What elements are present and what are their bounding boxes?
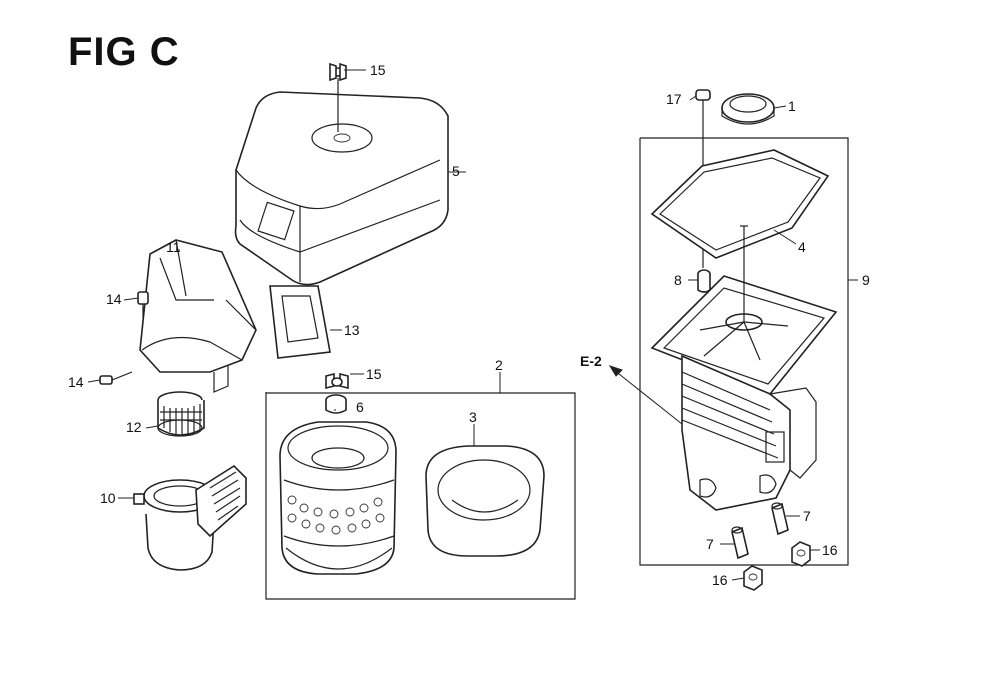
nut-16-left: [743, 565, 763, 591]
nut-16-right: [791, 541, 811, 567]
sleeve-8: [697, 269, 711, 293]
callout-15-middle: 15: [366, 366, 382, 382]
seal-ring: [721, 93, 775, 125]
collar-nut: [325, 394, 347, 414]
assembly-bracket-2: [265, 392, 576, 600]
strainer-screen: [157, 391, 205, 437]
callout-3: 3: [469, 409, 477, 425]
reference-arrow: [608, 365, 683, 425]
case-gasket: [650, 149, 830, 259]
air-cleaner-case: [650, 225, 838, 511]
collar-7-right: [771, 502, 789, 536]
callout-10: 10: [100, 490, 116, 506]
reference-label: E-2: [580, 353, 602, 369]
foam-filter-element: [425, 445, 545, 557]
callout-6: 6: [356, 399, 364, 415]
callout-7-right: 7: [803, 508, 811, 524]
callout-2: 2: [495, 357, 503, 373]
callout-16-right: 16: [822, 542, 838, 558]
callout-16-left: 16: [712, 572, 728, 588]
paper-filter-element: [279, 421, 397, 575]
callout-15-top: 15: [370, 62, 386, 78]
callout-5: 5: [452, 163, 460, 179]
callout-14-upper: 14: [106, 291, 122, 307]
bolt-lower: [99, 371, 133, 385]
leader-lines: [87, 69, 858, 581]
wing-nut-middle: [325, 372, 349, 390]
air-elbow: [139, 239, 257, 393]
callout-8: 8: [674, 272, 682, 288]
callout-12: 12: [126, 419, 142, 435]
assembly-bracket-9: [639, 137, 849, 566]
figure-title: FIG C: [68, 30, 180, 74]
air-cleaner-cover: [234, 91, 449, 286]
callout-13: 13: [344, 322, 360, 338]
collar-7-left: [731, 526, 749, 560]
callout-7-left: 7: [706, 536, 714, 552]
wing-nut-top: [329, 62, 347, 132]
callout-9: 9: [862, 272, 870, 288]
callout-11: 11: [166, 239, 181, 255]
callout-1: 1: [788, 98, 796, 114]
air-cleaner-base: [133, 464, 247, 571]
callout-17: 17: [666, 91, 682, 107]
callout-14-lower: 14: [68, 374, 84, 390]
callout-4: 4: [798, 239, 806, 255]
cover-gasket: [269, 285, 331, 359]
